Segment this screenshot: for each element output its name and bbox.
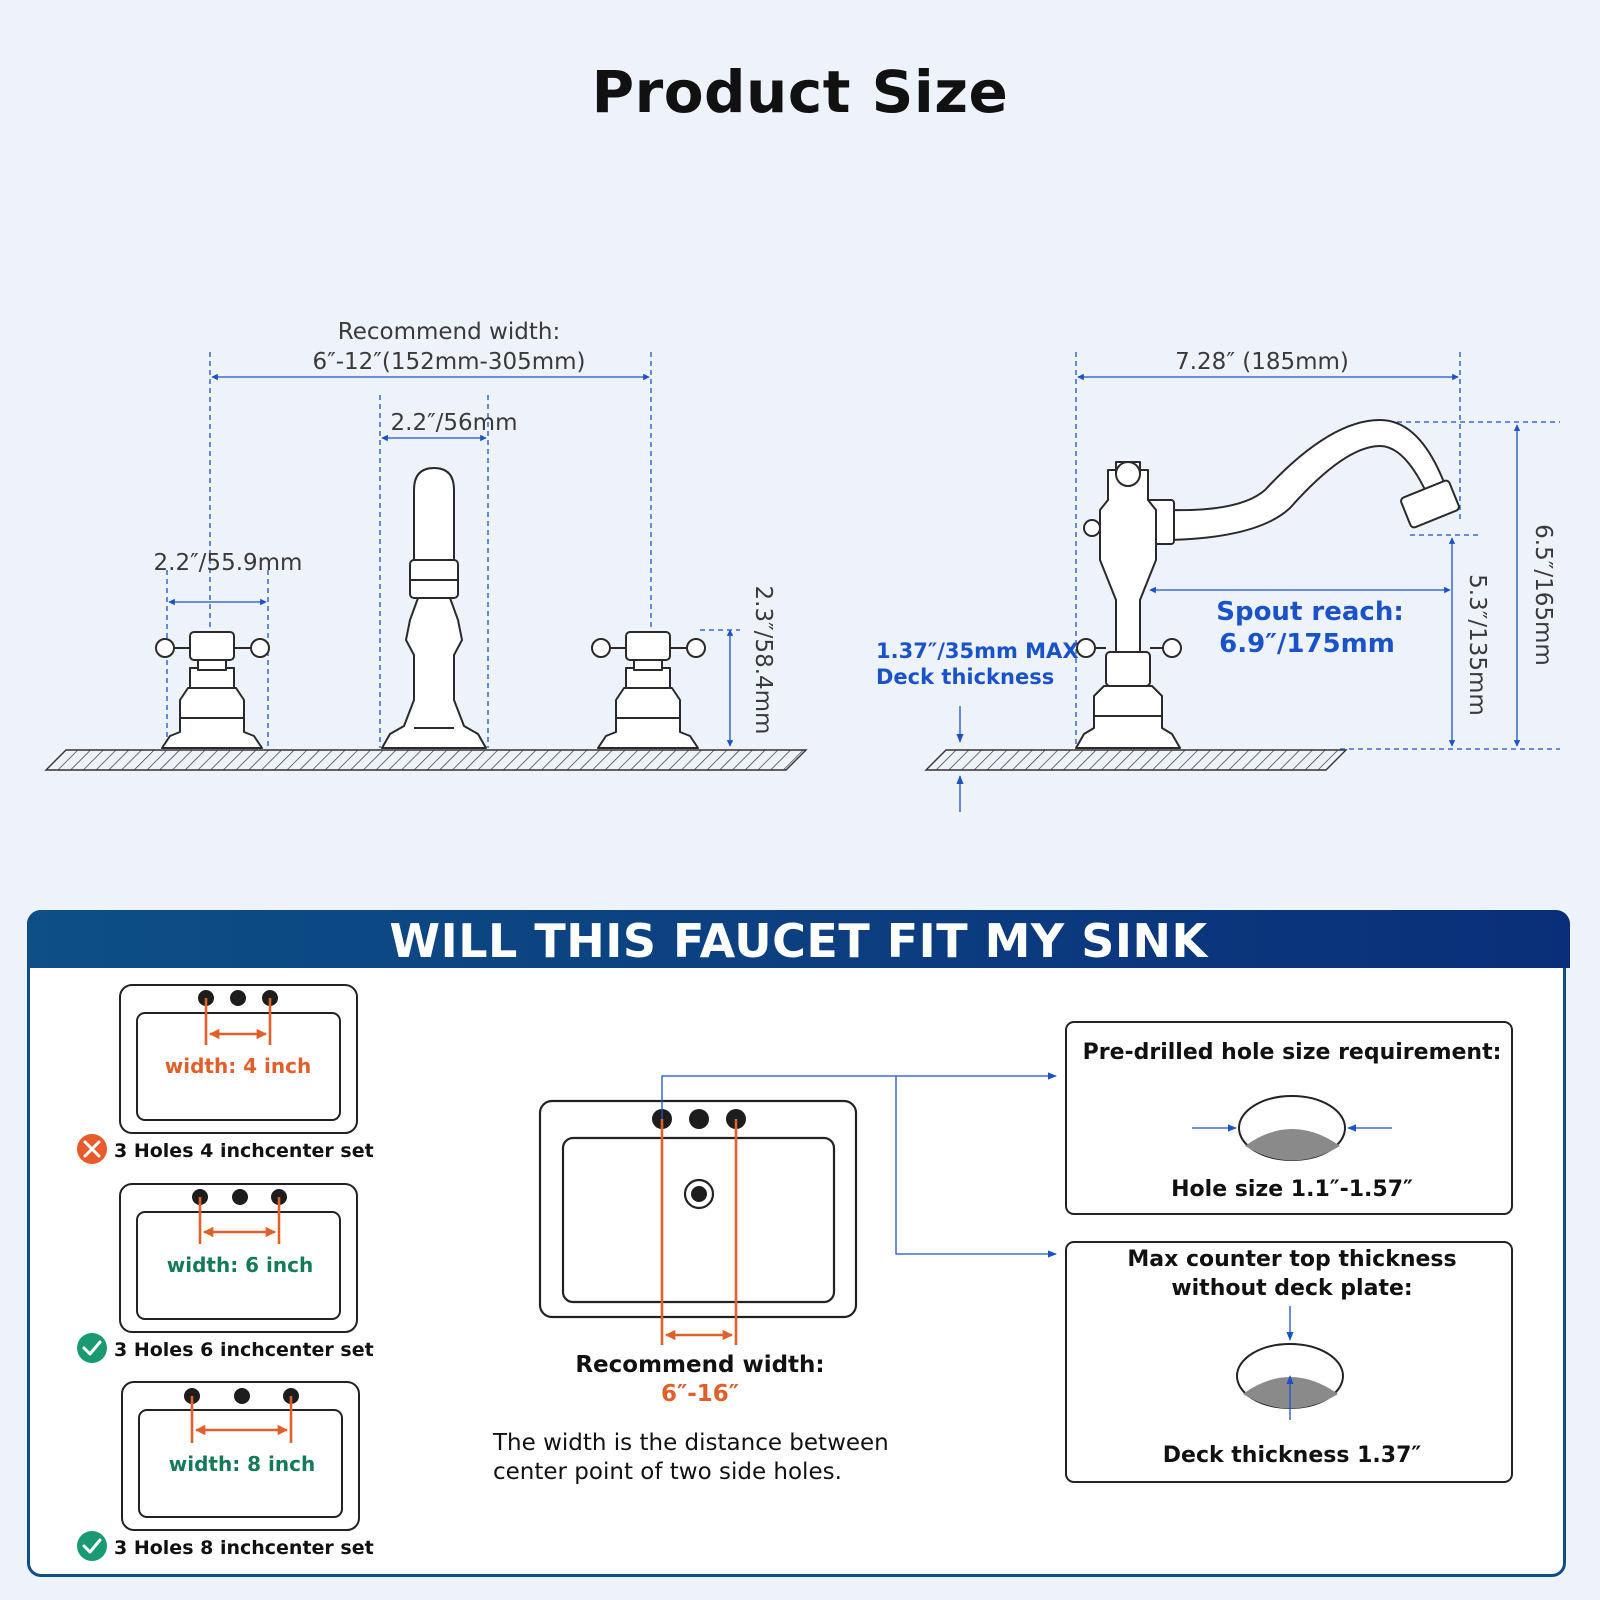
- check-icon: [77, 1531, 107, 1561]
- counter-line1: Max counter top thickness: [1127, 1247, 1456, 1272]
- counter-line2: without deck plate:: [1171, 1276, 1412, 1301]
- sink-options: width: 4 inch 3 Holes 4 inchcenter set w…: [77, 984, 374, 1561]
- spout-reach-value: 6.9″/175mm: [1219, 629, 1395, 659]
- sink-recommend-value: 6″-16″: [661, 1381, 739, 1407]
- side-faucet: [1075, 419, 1460, 749]
- option-width-label: width: 6 inch: [167, 1253, 313, 1277]
- sink-option-4inch: width: 4 inch 3 Holes 4 inchcenter set: [77, 984, 374, 1164]
- fit-panel-header: WILL THIS FAUCET FIT MY SINK: [27, 910, 1570, 968]
- check-icon: [77, 1333, 107, 1363]
- front-view: Recommend width: 6″-12″(152mm-305mm) 2.2…: [44, 319, 808, 771]
- hole-size-value: Hole size 1.1″-1.57″: [1171, 1177, 1413, 1202]
- hole-size-box: Pre-drilled hole size requirement: Hole …: [1065, 1021, 1513, 1215]
- option-width-label: width: 4 inch: [165, 1054, 311, 1078]
- deck-thickness-line1: 1.37″/35mm MAX: [876, 639, 1079, 663]
- right-handle: [591, 631, 706, 749]
- spout-width-label: 2.2″/56mm: [391, 410, 518, 436]
- center-spout: [381, 467, 487, 749]
- counter-thickness-box: Max counter top thickness without deck p…: [1065, 1241, 1513, 1483]
- spout-reach-label: Spout reach:: [1216, 597, 1404, 627]
- hole-size-title: Pre-drilled hole size requirement:: [1083, 1040, 1502, 1065]
- spout-height-label: 5.3″/135mm: [1464, 574, 1490, 716]
- counter-hatch: [44, 749, 808, 771]
- handle-width-label: 2.2″/55.9mm: [154, 550, 303, 576]
- left-handle: [155, 631, 270, 749]
- handle-height-label: 2.3″/58.4mm: [750, 586, 776, 735]
- option-caption: 3 Holes 6 inchcenter set: [114, 1339, 374, 1361]
- side-length-label: 7.28″ (185mm): [1175, 349, 1349, 375]
- deck-thickness-value: Deck thickness 1.37″: [1163, 1443, 1422, 1468]
- deck-thickness-line2: Deck thickness: [876, 665, 1054, 689]
- fit-panel-title: WILL THIS FAUCET FIT MY SINK: [389, 914, 1208, 968]
- note-line2: center point of two side holes.: [493, 1459, 842, 1485]
- recommend-width-label: Recommend width:: [338, 319, 560, 345]
- recommend-width-value: 6″-12″(152mm-305mm): [312, 349, 585, 375]
- total-height-label: 6.5″/165mm: [1530, 524, 1556, 666]
- sink-option-8inch: width: 8 inch 3 Holes 8 inchcenter set: [77, 1381, 374, 1561]
- center-sink: Recommend width: 6″-16″ The width is the…: [492, 1072, 1057, 1485]
- page-title: Product Size: [591, 58, 1009, 126]
- option-caption: 3 Holes 4 inchcenter set: [114, 1140, 374, 1162]
- sink-recommend-label: Recommend width:: [575, 1352, 824, 1378]
- note-line1: The width is the distance between: [492, 1430, 889, 1456]
- option-width-label: width: 8 inch: [169, 1452, 315, 1476]
- sink-option-6inch: width: 6 inch 3 Holes 6 inchcenter set: [77, 1183, 374, 1363]
- side-view: 7.28″ (185mm) Spout reach: 6.9″/175mm 1.…: [876, 349, 1560, 812]
- side-counter-hatch: [924, 749, 1348, 771]
- option-caption: 3 Holes 8 inchcenter set: [114, 1537, 374, 1559]
